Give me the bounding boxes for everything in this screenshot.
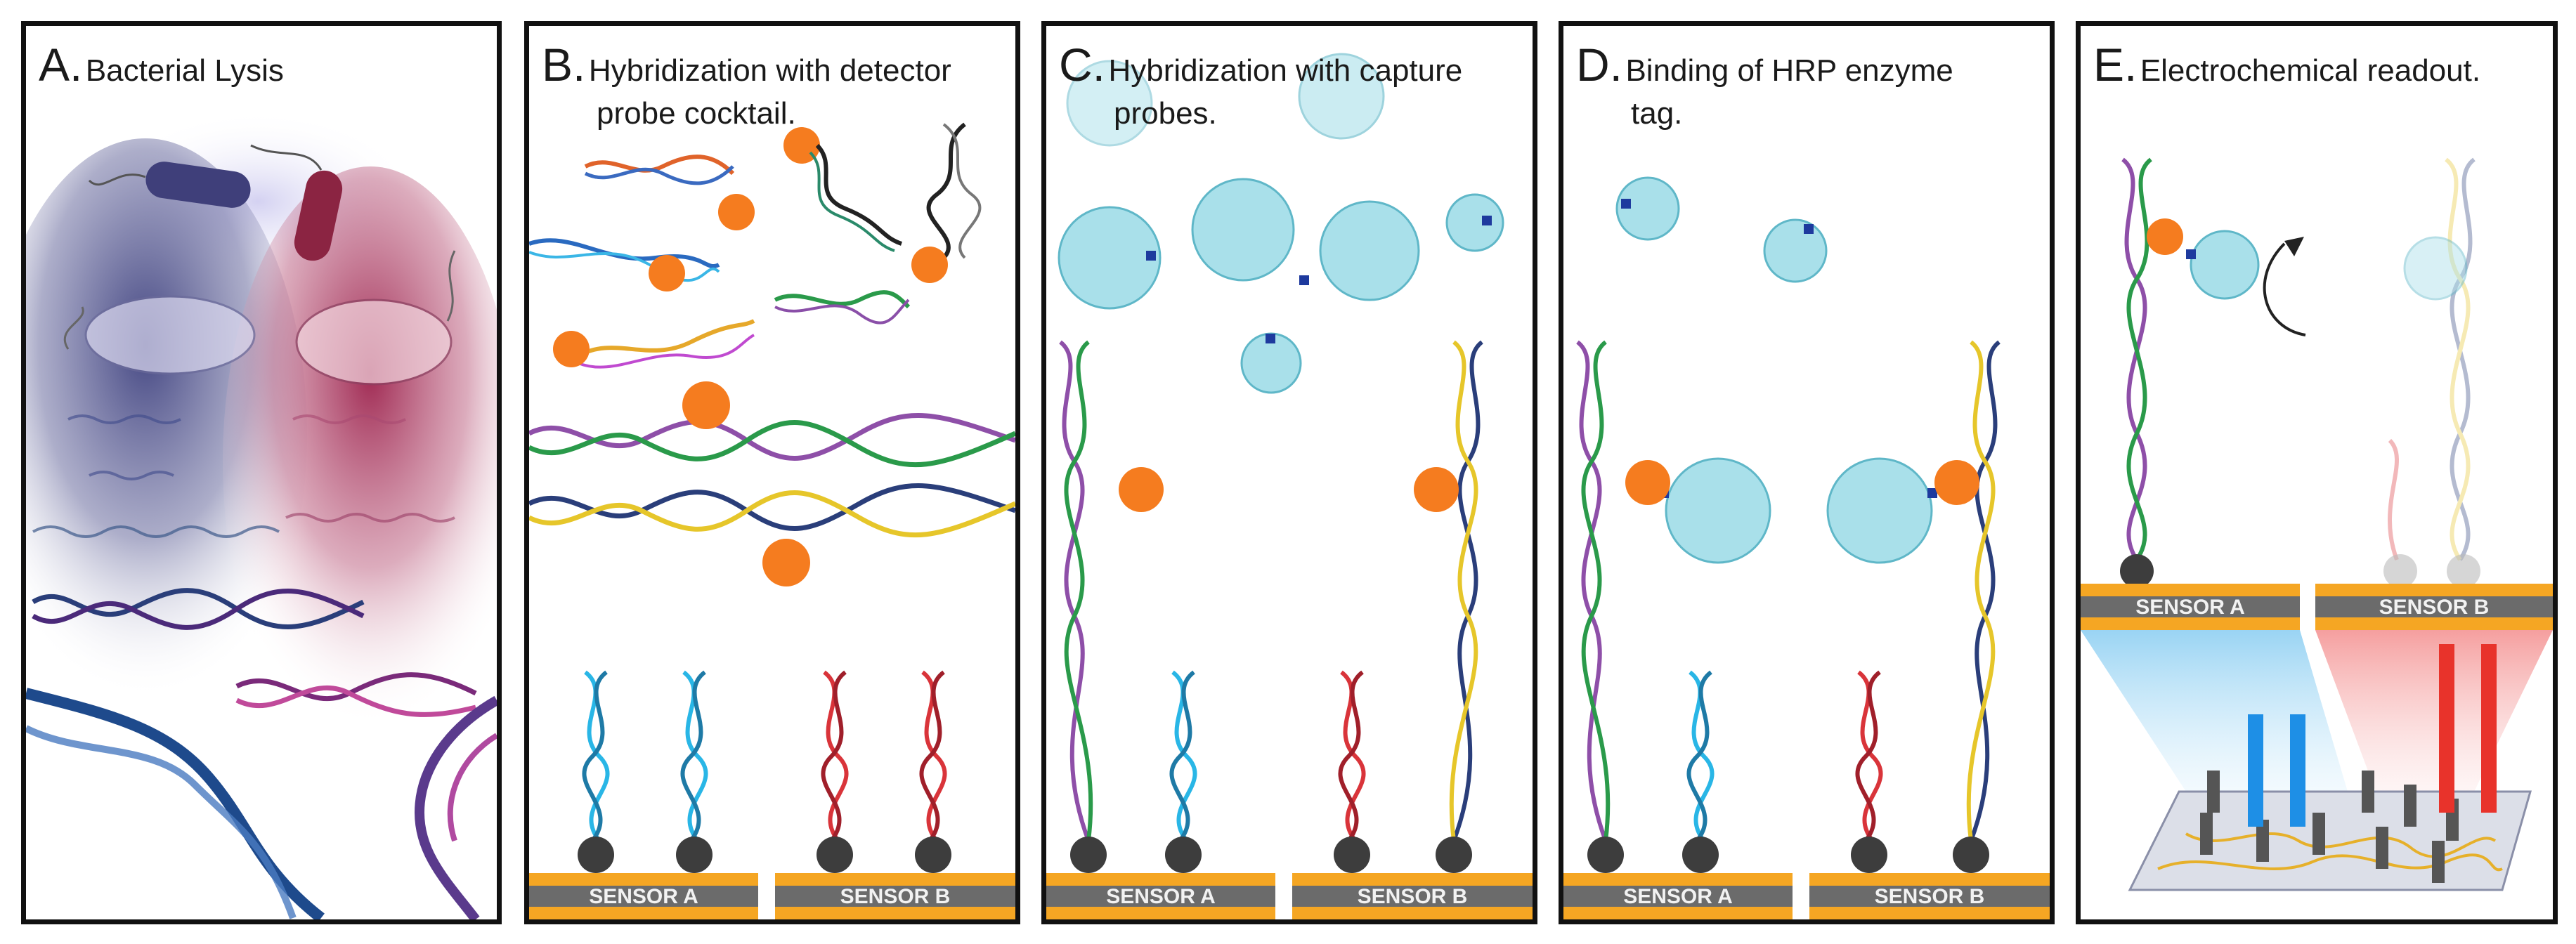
gold-nanoparticle-icon (1119, 467, 1164, 512)
panel-c-title: C. Hybridization with capture probes. (1059, 36, 1462, 133)
panel-d-letter: D. (1576, 39, 1622, 91)
sensor-a-label: SENSOR A (589, 885, 698, 908)
dna-helix-icon (1576, 340, 2001, 842)
panel-c-title-line2: probes. (1114, 96, 1217, 131)
gold-nanoparticle-icon (762, 539, 810, 586)
dna-helix-icon (32, 588, 365, 630)
panel-c-title-line1: Hybridization with capture (1108, 53, 1463, 88)
panel-c: C. Hybridization with capture probes. (1041, 21, 1537, 924)
panel-e-illustration: SENSOR A SENSOR B (2081, 157, 2553, 891)
panel-b: B. Hybridization with detector probe coc… (524, 21, 1020, 924)
panel-e-letter: E. (2093, 39, 2138, 91)
bacterium-icon (250, 144, 343, 261)
sensor-b-label: SENSOR B (1358, 885, 1468, 908)
bacterium-icon (88, 162, 251, 208)
dna-helix-icon (1059, 340, 1483, 842)
panel-a-title-line1: Bacterial Lysis (85, 53, 284, 88)
panel-c-letter: C. (1059, 39, 1105, 91)
sensor-b-label: SENSOR B (840, 885, 951, 908)
panel-b-title: B. Hybridization with detector probe coc… (542, 36, 951, 133)
gold-nanoparticle-icon (2147, 218, 2183, 255)
blue-signal-bar (2248, 714, 2263, 827)
dna-helix-icon (582, 670, 947, 842)
panel-a-illustration (26, 110, 497, 919)
sensor-b-label: SENSOR B (2379, 596, 2490, 619)
sensor-a-label: SENSOR A (2135, 596, 2245, 619)
panel-d-title-line1: Binding of HRP enzyme (1625, 53, 1953, 88)
panel-b-illustration: SENSOR A SENSOR B (529, 122, 1015, 919)
gold-nanoparticle-icon (649, 255, 685, 291)
panel-e: E. Electrochemical readout. (2076, 21, 2558, 924)
dna-helix-icon (26, 688, 497, 919)
sensor-a-label: SENSOR A (1106, 885, 1216, 908)
red-signal-bar (2439, 644, 2454, 813)
gold-nanoparticle-icon (718, 194, 755, 230)
red-signal-bar (2481, 644, 2497, 813)
dna-helix-icon (529, 483, 1015, 538)
panel-e-title: E. Electrochemical readout. (2093, 36, 2480, 94)
gold-nanoparticle-icon (911, 247, 948, 283)
panel-d-title: D. Binding of HRP enzyme tag. (1576, 36, 1953, 133)
panel-c-illustration: SENSOR A SENSOR B (1046, 53, 1533, 919)
gold-nanoparticle-icon (1625, 460, 1670, 505)
blue-signal-bar (2290, 714, 2305, 827)
panel-b-letter: B. (542, 39, 586, 91)
sensor-a-label: SENSOR A (1623, 885, 1733, 908)
panel-d-illustration: SENSOR A SENSOR B (1563, 176, 2050, 919)
dna-helix-icon (235, 672, 477, 717)
panel-d-title-line2: tag. (1631, 96, 1683, 131)
panel-a-title: A. Bacterial Lysis (39, 36, 284, 94)
gold-nanoparticle-icon (1934, 460, 1979, 505)
panel-d: D. Binding of HRP enzyme tag. (1559, 21, 2055, 924)
dna-helix-icon (584, 155, 735, 185)
sensor-b-label: SENSOR B (1875, 885, 1985, 908)
hrp-enzyme-icon (1058, 53, 1504, 394)
dna-helix-icon (2121, 157, 2152, 561)
panel-b-title-line2: probe cocktail. (597, 96, 796, 131)
panel-a-letter: A. (39, 39, 83, 91)
dna-helix-icon (926, 122, 982, 260)
dna-helix-icon (529, 413, 1015, 468)
gold-nanoparticle-icon (1414, 467, 1459, 512)
rotate-arrow-icon (2263, 242, 2306, 336)
hrp-enzyme-icon (1615, 176, 1933, 564)
gold-nanoparticle-icon (682, 381, 730, 429)
gold-nanoparticle-icon (553, 331, 590, 367)
hrp-enzyme-icon (2190, 230, 2260, 300)
panel-b-title-line1: Hybridization with detector (588, 53, 951, 88)
panel-e-title-line1: Electrochemical readout. (2140, 53, 2481, 88)
panel-a: A. Bacterial Lysis (21, 21, 502, 924)
